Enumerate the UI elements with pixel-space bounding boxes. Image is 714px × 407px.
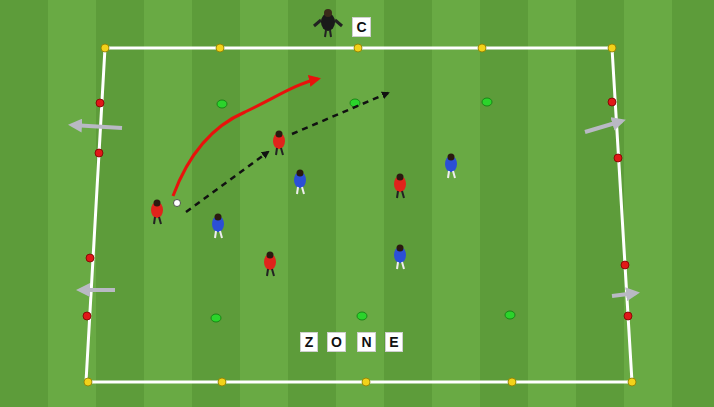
run-arrow bbox=[173, 79, 318, 196]
direction-arrows bbox=[72, 121, 636, 296]
zone-letter: N bbox=[358, 334, 375, 350]
zone-letter: E bbox=[386, 334, 402, 350]
zone-letter: O bbox=[328, 334, 345, 350]
red-players bbox=[151, 131, 406, 277]
ball bbox=[174, 200, 181, 207]
letter-box: O bbox=[327, 332, 346, 352]
letter-box: C bbox=[352, 17, 371, 37]
red-cones bbox=[83, 98, 632, 320]
green-discs bbox=[211, 98, 515, 322]
yellow-cones bbox=[84, 44, 636, 386]
area-boundary bbox=[86, 48, 632, 382]
letter-box: N bbox=[357, 332, 376, 352]
letter-box: Z bbox=[300, 332, 318, 352]
pass-arrow bbox=[186, 152, 268, 212]
zone-letter: C bbox=[353, 19, 370, 35]
zone-letter: Z bbox=[301, 334, 317, 350]
pass-arrow bbox=[292, 93, 388, 134]
blue-players bbox=[212, 154, 457, 270]
coach bbox=[314, 9, 342, 37]
letter-box: E bbox=[385, 332, 403, 352]
